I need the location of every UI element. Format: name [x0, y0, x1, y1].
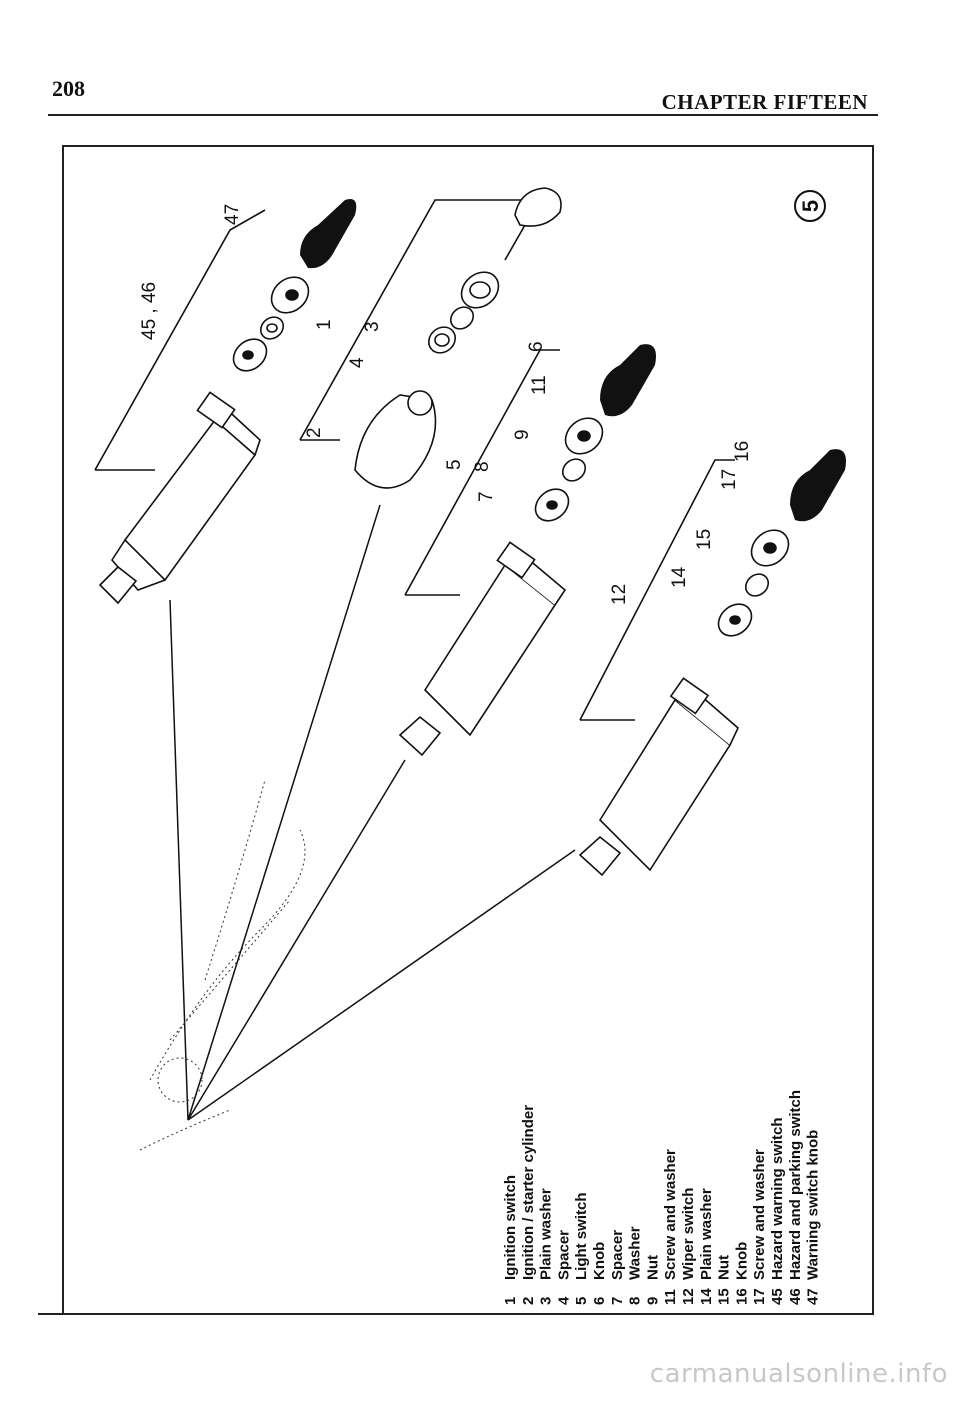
legend-item-label: Plain washer [538, 1188, 555, 1280]
callout-5: 5 [444, 459, 465, 470]
legend: 1 Ignition switch 2 Ignition / starter cyli… [502, 1090, 822, 1305]
figure-bottom-rule [62, 1313, 874, 1315]
legend-item-number: 15 [716, 1288, 733, 1305]
watermark: carmanualsonline.info [649, 1359, 948, 1389]
legend-item-number: 47 [805, 1288, 822, 1305]
figure-frame [62, 145, 874, 1315]
callout-47: 47 [222, 204, 243, 225]
legend-item-number: 14 [698, 1288, 715, 1305]
callout-2: 2 [304, 427, 325, 438]
legend-item-label: Hazard and parking switch [787, 1090, 804, 1280]
callout-1: 1 [314, 319, 335, 330]
callout-17: 17 [719, 469, 740, 490]
leader-lines [169, 504, 576, 1121]
legend-item-number: 5 [573, 1297, 590, 1305]
legend-item-number: 46 [787, 1288, 804, 1305]
callout-7: 7 [476, 491, 497, 502]
legend-item-label: Ignition switch [502, 1175, 519, 1280]
light-switch-assembly [398, 349, 604, 757]
legend-item-label: Knob [591, 1242, 608, 1280]
ignition-assembly [299, 187, 562, 489]
dashboard-outline [139, 779, 306, 1151]
callout-16: 16 [732, 441, 753, 462]
legend-item-label: Spacer [555, 1230, 572, 1280]
callout-12: 12 [609, 584, 630, 605]
figure-number: 5 [798, 200, 823, 212]
legend-item-number: 3 [538, 1297, 555, 1305]
legend-item-label: Spacer [609, 1230, 626, 1280]
callout-labels: 47 45 , 46 1 3 4 2 6 11 9 5 8 7 16 17 15… [139, 204, 753, 605]
legend-item-label: Washer [627, 1226, 644, 1280]
callout-15: 15 [694, 529, 715, 550]
legend-item-label: Plain washer [698, 1188, 715, 1280]
callout-11: 11 [529, 375, 550, 395]
legend-item-number: 45 [769, 1288, 786, 1305]
legend-item-label: Warning switch knob [805, 1130, 822, 1280]
legend-item-label: Hazard warning switch [769, 1117, 786, 1280]
figure-number-badge: 5 [794, 190, 826, 222]
legend-item-number: 7 [609, 1297, 626, 1305]
legend-item-number: 11 [662, 1289, 679, 1305]
page-number: 208 [52, 76, 85, 101]
wiper-switch-knob [790, 449, 846, 522]
light-switch-knob [600, 344, 656, 417]
header-rule [48, 114, 878, 116]
legend-item-number: 4 [555, 1296, 572, 1305]
hazard-switch-assembly [94, 209, 266, 605]
callout-8: 8 [472, 461, 493, 472]
hazard-washers [232, 276, 310, 372]
warning-switch-knob [300, 199, 357, 269]
legend-item-number: 1 [502, 1297, 519, 1305]
legend-item-label: Light switch [573, 1193, 590, 1281]
legend-item-label: Screw and washer [662, 1149, 679, 1280]
callout-3: 3 [362, 321, 383, 332]
callout-6: 6 [526, 341, 547, 352]
wiper-switch-assembly [578, 459, 790, 877]
callout-9: 9 [512, 429, 533, 440]
chapter-title: CHAPTER FIFTEEN [661, 90, 868, 114]
legend-item-number: 16 [733, 1288, 750, 1305]
legend-item-label: Knob [733, 1242, 750, 1280]
legend-item-number: 6 [591, 1297, 608, 1305]
left-edge-rule [38, 1313, 64, 1315]
callout-14: 14 [669, 566, 690, 588]
legend-item-label: Nut [716, 1255, 733, 1280]
legend-item-label: Screw and washer [751, 1149, 768, 1280]
legend-item-number: 17 [751, 1288, 768, 1305]
legend-item-label: Ignition / starter cylinder [520, 1105, 537, 1280]
legend-item-number: 2 [520, 1297, 537, 1305]
legend-item-label: Nut [644, 1255, 661, 1280]
callout-45-46: 45 , 46 [139, 282, 160, 340]
callout-4: 4 [347, 357, 368, 368]
legend-item-number: 8 [627, 1297, 644, 1305]
legend-item-number: 12 [680, 1288, 697, 1305]
legend-item-number: 9 [644, 1297, 661, 1305]
legend-item-label: Wiper switch [680, 1188, 697, 1280]
